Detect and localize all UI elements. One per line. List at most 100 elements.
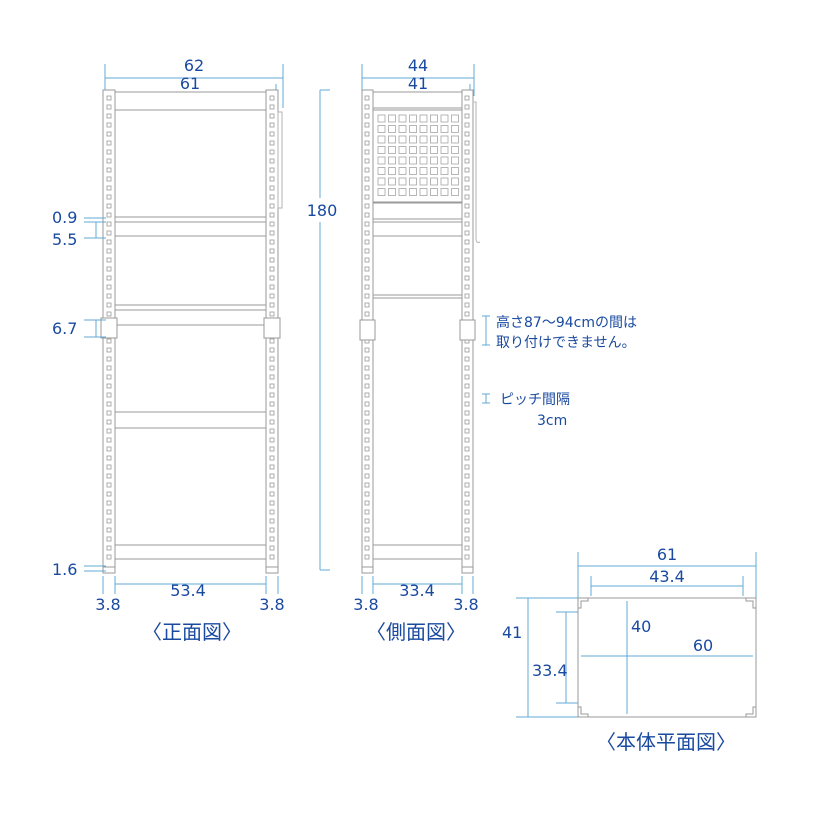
- post-hole: [464, 419, 470, 425]
- post-hole: [269, 113, 275, 119]
- plan-inner-width-label: 43.4: [649, 567, 685, 586]
- post-hole: [464, 491, 470, 497]
- post-hole: [464, 383, 470, 389]
- mesh-cell: [409, 135, 417, 144]
- side-view: 44 41: [353, 56, 637, 644]
- side-hook: [474, 101, 481, 243]
- post-hole: [269, 95, 275, 101]
- post-hole: [106, 221, 112, 227]
- side-left-connector: [359, 319, 376, 341]
- mesh-cell: [451, 125, 459, 133]
- mesh-cell: [377, 188, 386, 196]
- mesh-cell: [430, 135, 438, 144]
- post-hole: [106, 140, 112, 146]
- post-hole: [269, 338, 275, 344]
- post-hole: [269, 356, 275, 362]
- plan-width-label: 61: [657, 545, 677, 564]
- post-hole: [364, 518, 370, 524]
- mesh-cell: [388, 135, 396, 144]
- mesh-cell: [398, 167, 407, 175]
- post-hole: [106, 122, 112, 128]
- post-hole: [106, 428, 112, 434]
- side-depth-dimension: 44 41: [361, 56, 475, 100]
- post-hole: [364, 536, 370, 542]
- post-hole: [464, 401, 470, 407]
- post-hole: [364, 509, 370, 515]
- post-hole: [106, 113, 112, 119]
- post-hole: [269, 293, 275, 299]
- post-hole: [364, 410, 370, 416]
- post-hole: [269, 275, 275, 281]
- post-hole: [364, 347, 370, 353]
- mesh-cell: [430, 146, 438, 154]
- plan-interior-dimensions: 40 60: [581, 601, 753, 714]
- post-hole: [106, 284, 112, 290]
- post-hole: [464, 347, 470, 353]
- post-hole: [364, 356, 370, 362]
- mesh-cell: [430, 125, 438, 133]
- post-hole: [364, 437, 370, 443]
- mesh-cell: [419, 177, 428, 186]
- post-hole: [364, 149, 370, 155]
- post-hole: [106, 527, 112, 533]
- post-hole: [364, 554, 370, 560]
- front-shelf-thickness-label: 0.9: [52, 208, 77, 227]
- mesh-cell: [398, 177, 407, 186]
- side-shelf-span-label: 33.4: [399, 581, 435, 600]
- post-hole: [106, 239, 112, 245]
- post-hole: [269, 248, 275, 254]
- post-hole: [364, 122, 370, 128]
- post-hole: [269, 419, 275, 425]
- mesh-cell: [377, 114, 386, 123]
- front-left-foot: [102, 566, 116, 574]
- post-hole: [269, 302, 275, 308]
- mesh-cell: [419, 114, 428, 123]
- post-hole: [106, 392, 112, 398]
- side-leg-left-label: 3.8: [353, 595, 378, 614]
- front-view-title: 〈正面図〉: [142, 620, 242, 644]
- post-hole: [269, 158, 275, 164]
- mesh-cell: [430, 177, 438, 186]
- front-view: 62 61: [52, 56, 285, 644]
- post-hole: [269, 266, 275, 272]
- post-hole: [364, 293, 370, 299]
- mesh-cell: [451, 135, 459, 144]
- side-mesh-panel: [372, 109, 463, 203]
- post-hole: [364, 221, 370, 227]
- mesh-cell: [388, 125, 396, 133]
- post-hole: [269, 428, 275, 434]
- post-hole: [464, 203, 470, 209]
- mesh-cell: [388, 156, 396, 165]
- post-hole: [106, 311, 112, 317]
- post-hole: [364, 140, 370, 146]
- post-hole: [269, 383, 275, 389]
- mesh-cell: [419, 188, 428, 196]
- post-hole: [464, 311, 470, 317]
- side-left-foot: [361, 566, 374, 574]
- front-leg-left-label: 3.8: [95, 595, 120, 614]
- post-hole: [364, 473, 370, 479]
- mesh-cell: [409, 125, 417, 133]
- post-hole: [269, 140, 275, 146]
- post-hole: [269, 455, 275, 461]
- post-hole: [464, 266, 470, 272]
- post-hole: [464, 95, 470, 101]
- post-hole: [464, 527, 470, 533]
- plan-view: 61 43.4 41 33.4 40 60: [502, 545, 757, 754]
- post-hole: [464, 374, 470, 380]
- post-hole: [269, 167, 275, 173]
- post-hole: [364, 131, 370, 137]
- post-hole: [364, 527, 370, 533]
- plan-top-dimensions: 61 43.4: [577, 545, 757, 600]
- post-hole: [269, 392, 275, 398]
- post-hole: [269, 149, 275, 155]
- post-hole: [464, 113, 470, 119]
- post-hole: [269, 185, 275, 191]
- post-hole: [269, 464, 275, 470]
- front-left-dimensions: 0.9 5.5 6.7 1.6: [52, 208, 106, 579]
- post-hole: [464, 536, 470, 542]
- mesh-cell: [409, 167, 417, 175]
- post-hole: [464, 437, 470, 443]
- mesh-cell: [377, 125, 386, 133]
- post-hole: [364, 401, 370, 407]
